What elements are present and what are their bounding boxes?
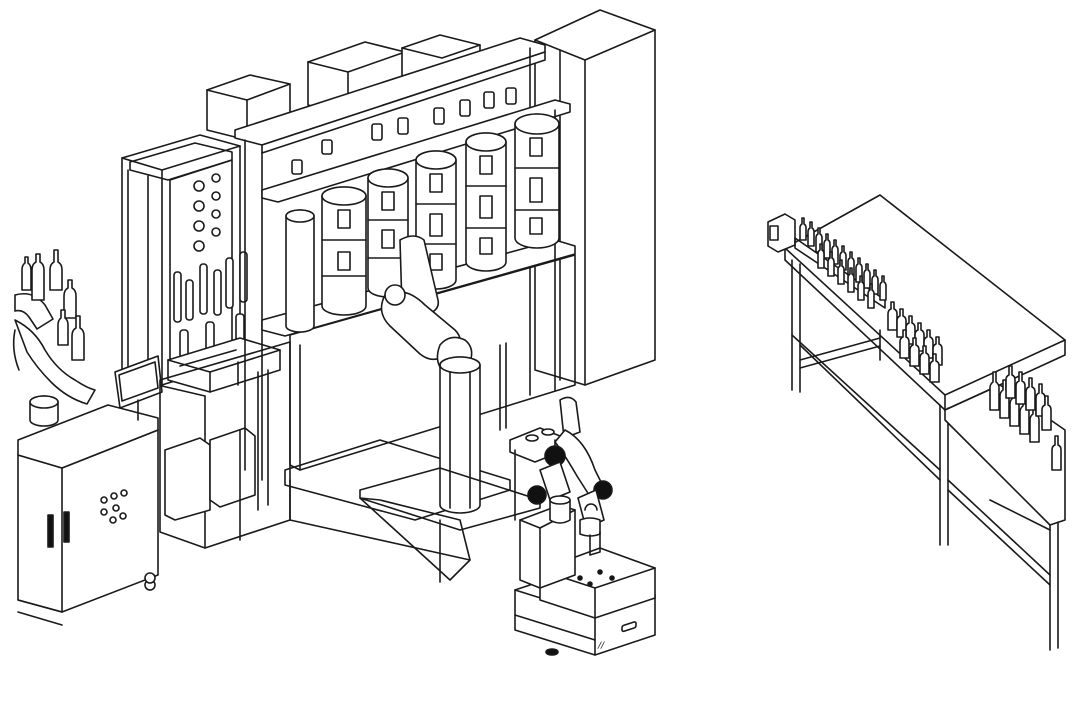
cylinder	[515, 114, 559, 248]
bottles-middle	[888, 302, 942, 382]
monitor	[115, 356, 162, 420]
panel-knobs	[194, 174, 220, 251]
right-table-back	[785, 195, 1065, 545]
cylinder	[286, 210, 314, 332]
cylinder	[322, 187, 366, 315]
handle-icon	[64, 512, 69, 542]
svg-text://: //	[597, 641, 605, 651]
handle-icon	[48, 515, 53, 547]
control-panel-frame	[115, 135, 280, 420]
mobile-robot: //	[510, 397, 655, 655]
cylinder	[466, 133, 506, 271]
bottles-front	[990, 366, 1061, 470]
bottle-rack	[768, 214, 885, 308]
floor-base	[360, 468, 540, 582]
cylinder	[368, 169, 408, 297]
reactor-cylinders	[286, 114, 559, 332]
support-column	[440, 343, 506, 513]
hanging-clamps	[292, 88, 516, 174]
left-cabinet	[14, 250, 158, 625]
bottles-back	[800, 218, 886, 308]
vent-holes	[101, 490, 127, 523]
